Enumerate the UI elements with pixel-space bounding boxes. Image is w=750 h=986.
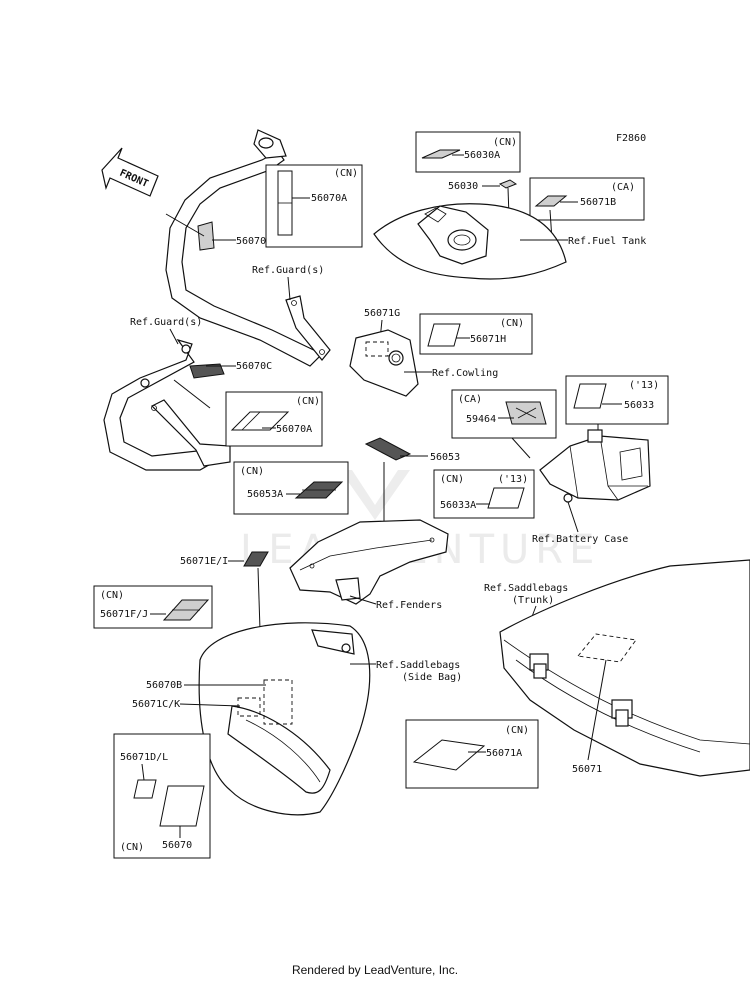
label-56071h: 56071H — [470, 334, 506, 345]
box-59464: (CA) 59464 — [451, 389, 557, 439]
label-56033-13: ('13) — [629, 380, 659, 391]
front-arrow-icon: FRONT — [101, 147, 159, 197]
decal-56070c-lower-icon — [189, 363, 225, 379]
label-56070a-mid-cn: (CN) — [296, 396, 320, 407]
label-56071dl: 56071D/L — [120, 752, 168, 763]
decal-56070-icon — [159, 785, 205, 827]
box-56053a: (CN) 56053A — [233, 461, 349, 515]
box-56033a: (CN) ('13) 56033A — [433, 469, 535, 519]
label-56070a-top-cn: (CN) — [334, 168, 358, 179]
label-56070c-lower: 56070C — [236, 361, 272, 372]
box-56030a: (CN) 56030A — [415, 131, 521, 173]
label-ref-saddlebags-trunk-1: Ref.Saddlebags — [484, 583, 568, 594]
label-ref-fuel-tank: Ref.Fuel Tank — [568, 236, 646, 247]
label-56070c-upper: 56070C — [236, 236, 272, 247]
label-ref-guard-upper: Ref.Guard(s) — [252, 265, 324, 276]
decal-56071dl-icon — [133, 779, 157, 799]
label-56033a: 56033A — [440, 500, 476, 511]
label-56053a-cn: (CN) — [240, 466, 264, 477]
label-56070-cn: (CN) — [120, 842, 144, 853]
fuel-tank-part — [373, 203, 567, 280]
box-56071dl-56070: 56071D/L 56070 (CN) — [113, 733, 211, 859]
label-ref-saddlebags-trunk-2: (Trunk) — [512, 595, 554, 606]
decal-56071h-icon — [427, 323, 461, 347]
label-56071b: 56071B — [580, 197, 616, 208]
footer-credit: Rendered by LeadVenture, Inc. — [291, 963, 459, 977]
box-56070a-mid: (CN) 56070A — [225, 391, 323, 447]
box-56071b: (CA) 56071B — [529, 177, 645, 221]
decal-56033-icon — [573, 383, 607, 409]
label-56070: 56070 — [162, 840, 192, 851]
box-56071h: (CN) 56071H — [419, 313, 533, 355]
cowling-part — [349, 329, 419, 397]
figure-code: F2860 — [616, 133, 646, 144]
label-56070a-mid: 56070A — [276, 424, 312, 435]
trunk-saddlebag-part — [499, 559, 750, 777]
upper-guard-part — [165, 129, 331, 367]
label-56053: 56053 — [430, 452, 460, 463]
label-ref-cowling: Ref.Cowling — [432, 368, 498, 379]
label-56033a-cn: (CN) — [440, 474, 464, 485]
label-59464-ca: (CA) — [458, 394, 482, 405]
decal-56053-icon — [364, 437, 412, 461]
box-56033: ('13) 56033 — [565, 375, 669, 425]
decal-56071a-icon — [412, 739, 486, 771]
label-56033: 56033 — [624, 400, 654, 411]
label-56071ck: 56071C/K — [132, 699, 180, 710]
decal-56071b-icon — [534, 195, 568, 207]
label-56071a-cn: (CN) — [505, 725, 529, 736]
fender-part — [289, 519, 449, 605]
label-ref-saddlebags-side-2: (Side Bag) — [402, 672, 462, 683]
label-ref-saddlebags-side-1: Ref.Saddlebags — [376, 660, 460, 671]
label-ref-battery-case: Ref.Battery Case — [532, 534, 628, 545]
label-56071ei: 56071E/I — [180, 556, 228, 567]
side-saddlebag-part — [198, 622, 371, 816]
box-56071fj: (CN) 56071F/J — [93, 585, 213, 629]
label-56071fj-cn: (CN) — [100, 590, 124, 601]
label-56071fj: 56071F/J — [100, 609, 148, 620]
label-56070a-top: 56070A — [311, 193, 347, 204]
label-59464: 59464 — [466, 414, 496, 425]
box-56070a-top: (CN) 56070A — [265, 164, 363, 248]
left-guard-part — [103, 338, 231, 471]
decal-56030a-icon — [421, 149, 461, 159]
label-56071g: 56071G — [364, 308, 400, 319]
label-ref-fenders: Ref.Fenders — [376, 600, 442, 611]
battery-case-part — [539, 429, 651, 503]
label-56053a: 56053A — [247, 489, 283, 500]
box-56071a: (CN) 56071A — [405, 719, 539, 789]
decal-56070c-upper-icon — [197, 221, 215, 251]
label-ref-guard-left: Ref.Guard(s) — [130, 317, 202, 328]
label-56071: 56071 — [572, 764, 602, 775]
decal-56030-icon — [498, 179, 518, 189]
decal-56071ei-icon — [243, 551, 269, 567]
label-56030a-cn: (CN) — [493, 137, 517, 148]
decal-56033a-icon — [487, 487, 525, 509]
label-56030: 56030 — [448, 181, 478, 192]
label-56070b: 56070B — [146, 680, 182, 691]
label-56071h-cn: (CN) — [500, 318, 524, 329]
label-56071b-ca: (CA) — [611, 182, 635, 193]
label-56030a: 56030A — [464, 150, 500, 161]
label-56033a-13: ('13) — [498, 474, 528, 485]
label-56071a: 56071A — [486, 748, 522, 759]
